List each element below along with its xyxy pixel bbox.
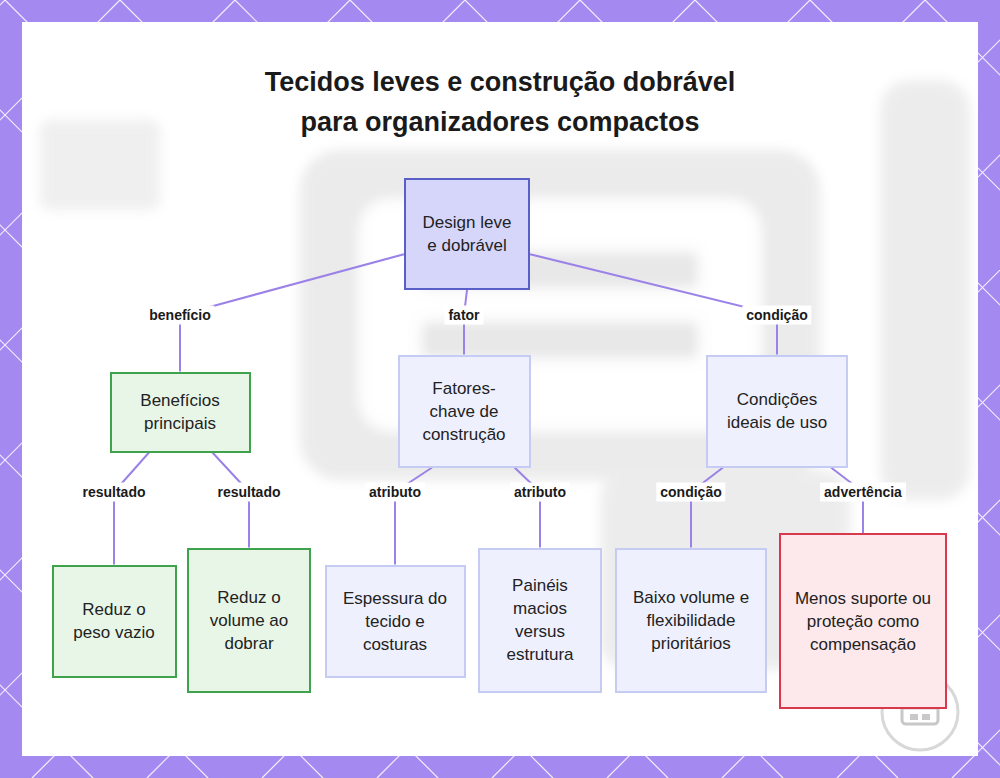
- node-content: Condições ideais de uso: [708, 388, 846, 434]
- edge-label: atributo: [510, 483, 570, 502]
- condition-box: Baixo volume e flexibilidade prioritário…: [615, 548, 767, 693]
- attribute-box: Espessura do tecido e costuras: [325, 565, 466, 678]
- node-label: Menos suporte ou proteção como compensaç…: [793, 587, 933, 656]
- root-box: Design leve e dobrável: [404, 178, 530, 290]
- diagram-title: Tecidos leves e construção dobrável para…: [190, 62, 810, 142]
- edge-label: condição: [742, 306, 811, 325]
- node-content: Baixo volume e flexibilidade prioritário…: [617, 586, 765, 655]
- edge-label: condição: [656, 483, 725, 502]
- connector-line: [691, 468, 723, 548]
- node-label: Espessura do tecido e costuras: [339, 587, 452, 656]
- node-content: Reduz o peso vazio: [54, 598, 175, 644]
- result-box: Reduz o peso vazio: [52, 565, 177, 678]
- edge-label: benefício: [145, 306, 214, 325]
- connector-line: [530, 254, 777, 354]
- edge-label: fator: [444, 306, 483, 325]
- attribute-box: Painéis macios versus estrutura: [478, 548, 602, 693]
- panel: [22, 22, 978, 756]
- condition-box: Condições ideais de uso: [706, 355, 848, 468]
- node-content: Design leve e dobrável: [406, 211, 528, 257]
- node-label: Condições ideais de uso: [720, 388, 834, 434]
- warning-box: Menos suporte ou proteção como compensaç…: [779, 533, 947, 709]
- node-content: Reduz o volume ao dobrar: [189, 586, 309, 655]
- node-label: Reduz o peso vazio: [66, 598, 163, 644]
- node-content: Fatores-chave de construção: [400, 377, 529, 446]
- node-label: Reduz o volume ao dobrar: [201, 586, 297, 655]
- edge-label: advertência: [820, 483, 906, 502]
- edge-label: resultado: [78, 483, 149, 502]
- node-label: Painéis macios versus estrutura: [492, 574, 588, 666]
- node-content: Menos suporte ou proteção como compensaç…: [781, 587, 945, 656]
- node-label: Baixo volume e flexibilidade prioritário…: [629, 586, 753, 655]
- node-content: Painéis macios versus estrutura: [480, 574, 600, 666]
- connector-line: [114, 453, 149, 565]
- node-content: Espessura do tecido e costuras: [327, 587, 464, 656]
- node-label: Benefícios principais: [124, 389, 237, 435]
- factor-box: Fatores-chave de construção: [398, 355, 531, 468]
- result-box: Reduz o volume ao dobrar: [187, 548, 311, 693]
- node-content: Benefícios principais: [112, 389, 249, 435]
- edge-label: atributo: [365, 483, 425, 502]
- edge-label: resultado: [213, 483, 284, 502]
- connector-line: [515, 468, 540, 548]
- node-label: Fatores-chave de construção: [412, 377, 517, 446]
- node-label: Design leve e dobrável: [418, 211, 516, 257]
- benefit-box: Benefícios principais: [110, 372, 251, 453]
